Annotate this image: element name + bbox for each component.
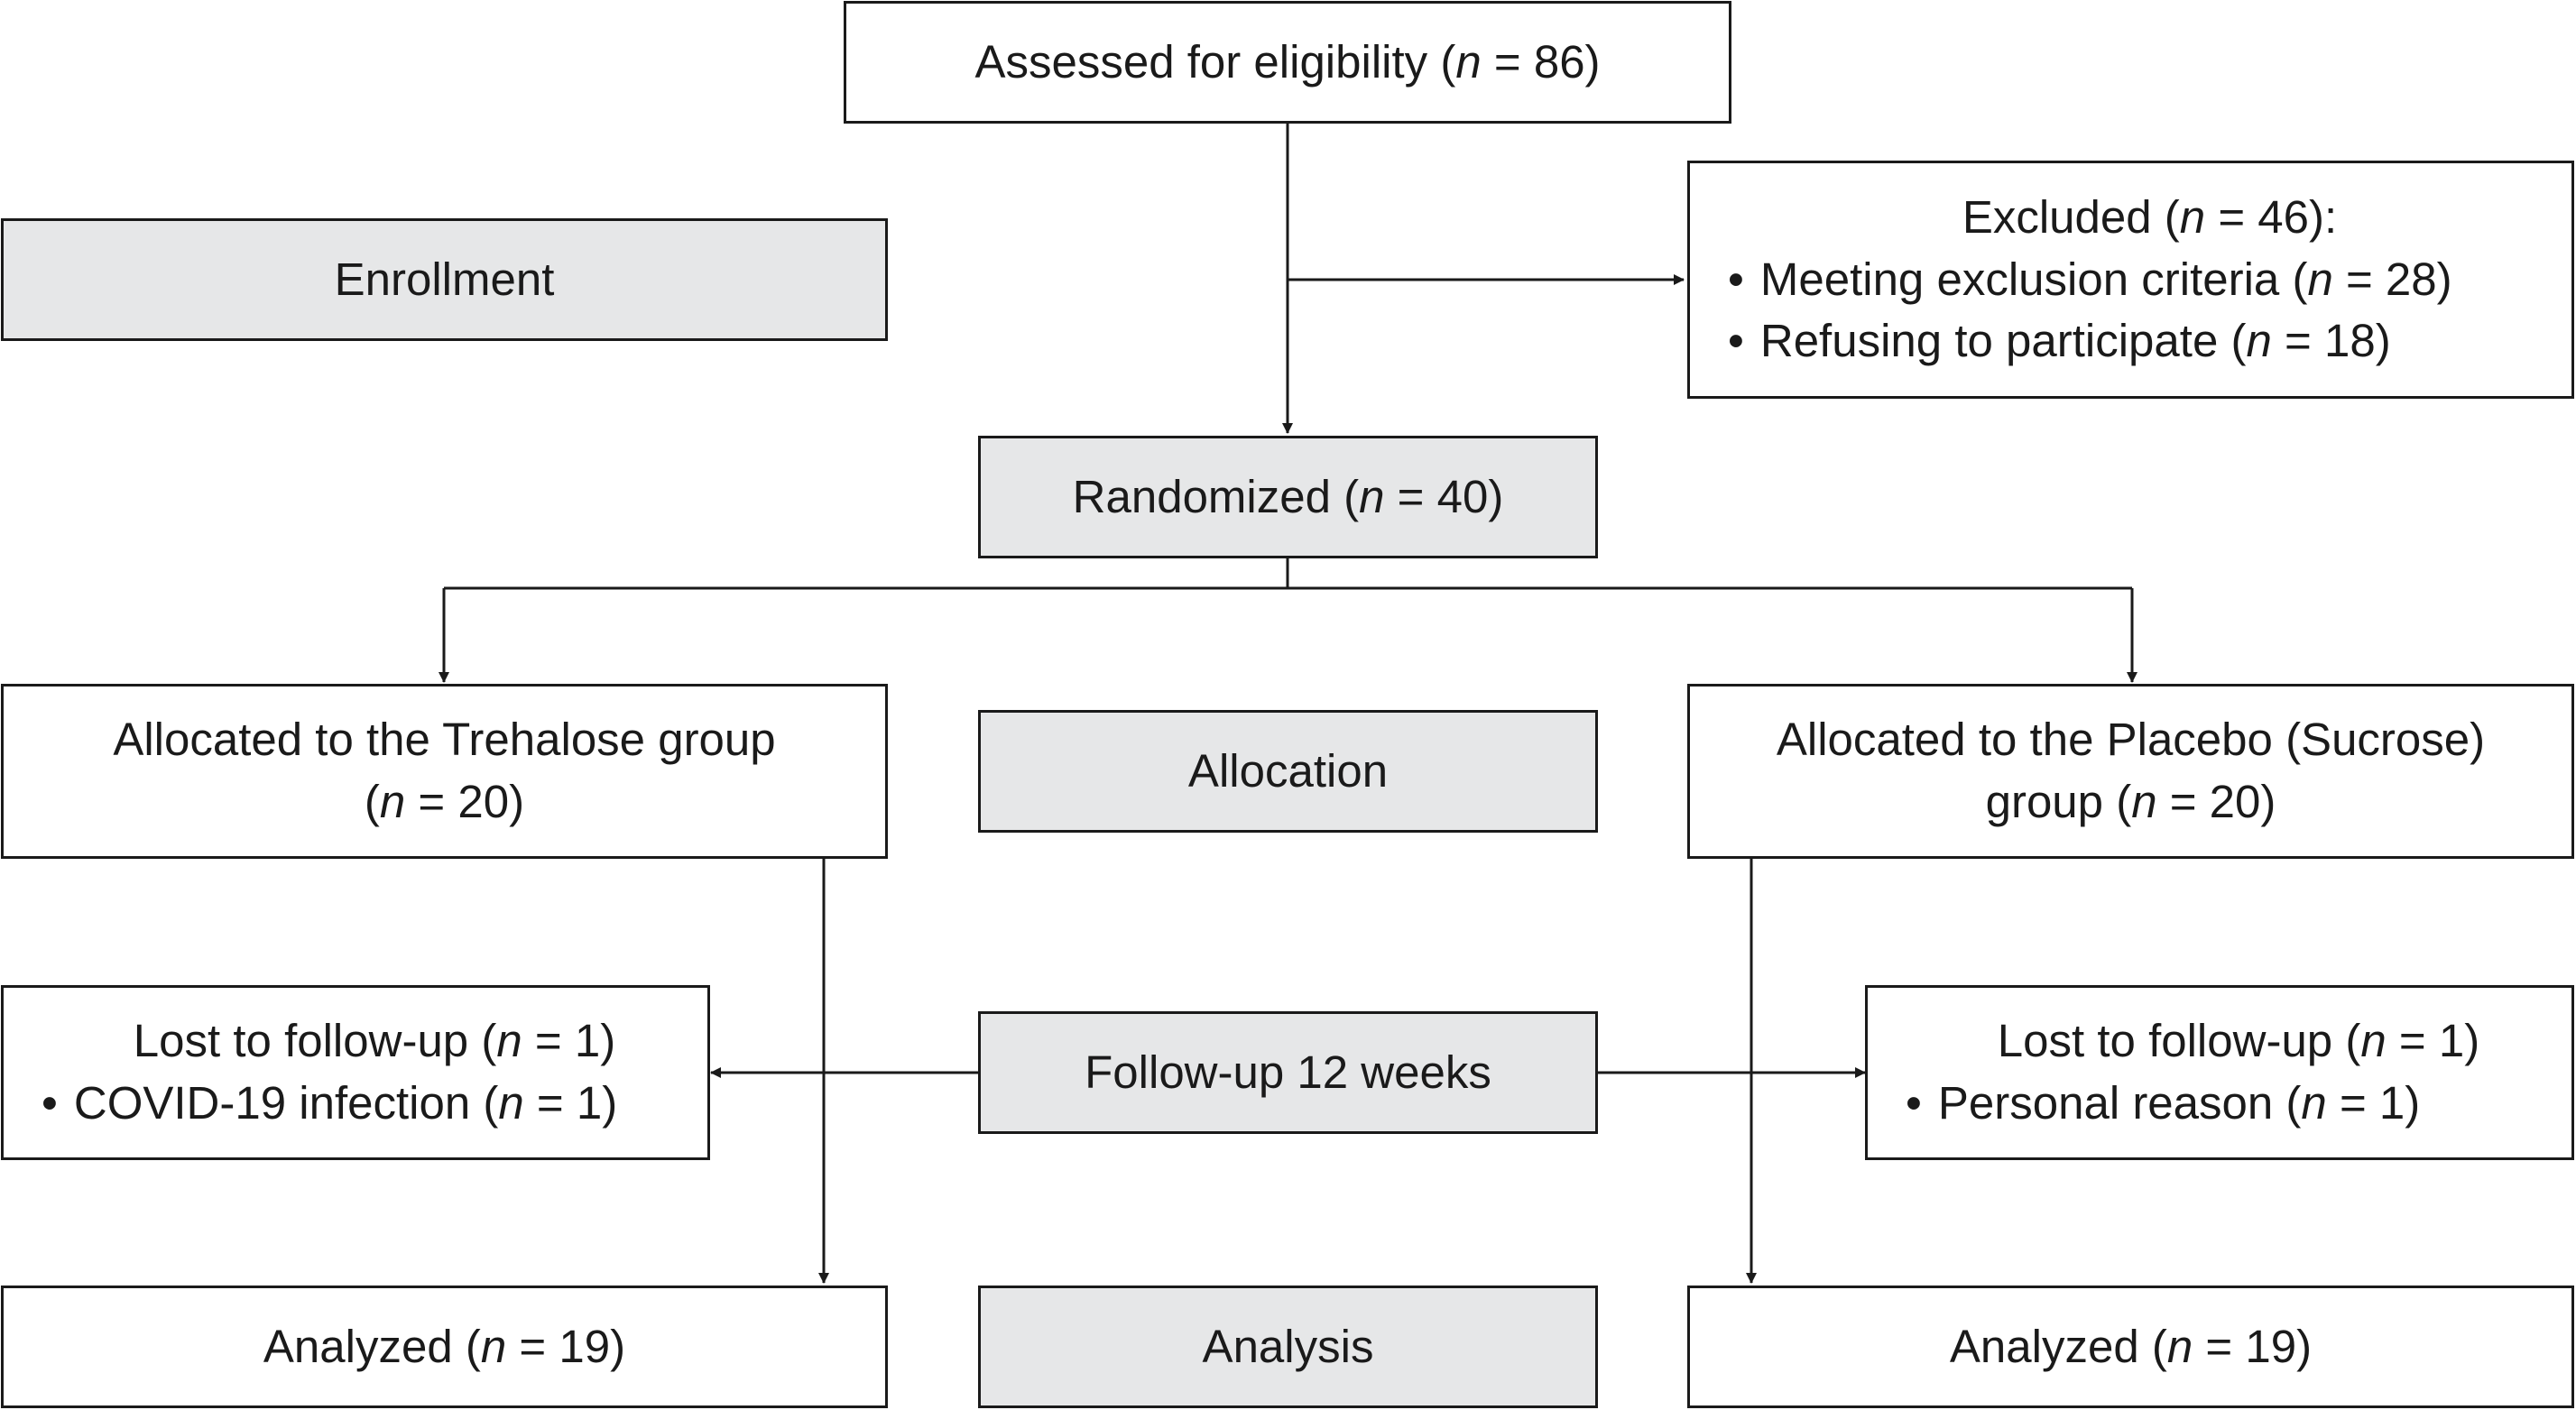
stage-analysis-label: Analysis <box>1202 1320 1374 1372</box>
stage-allocation-label: Allocation <box>1187 744 1389 797</box>
assessed-text: Assessed for eligibility (n = 86) <box>974 35 1601 88</box>
stage-analysis: Analysis <box>978 1286 1598 1408</box>
analyzed-trehalose-text: Analyzed (n = 19) <box>263 1320 626 1372</box>
lost-placebo-item: •Personal reason (n = 1) <box>1906 1077 2421 1129</box>
assessed-box: Assessed for eligibility (n = 86) <box>844 1 1731 124</box>
alloc-placebo-line2: group (n = 20) <box>1985 776 2276 827</box>
randomized-text: Randomized (n = 40) <box>1072 470 1504 522</box>
lost-trehalose-heading: Lost to follow-up (n = 1) <box>133 1015 616 1067</box>
lost-placebo-heading: Lost to follow-up (n = 1) <box>1997 1015 2480 1067</box>
alloc-trehalose-line2: (n = 20) <box>364 776 525 827</box>
stage-enrollment: Enrollment <box>1 218 888 341</box>
stage-followup-label: Follow-up 12 weeks <box>1085 1046 1491 1098</box>
lost-trehalose-box: Lost to follow-up (n = 1) •COVID-19 infe… <box>1 985 710 1160</box>
analyzed-trehalose-box: Analyzed (n = 19) <box>1 1286 888 1408</box>
lost-trehalose-item: •COVID-19 infection (n = 1) <box>42 1077 618 1129</box>
analyzed-placebo-box: Analyzed (n = 19) <box>1687 1286 2574 1408</box>
excluded-box: Excluded (n = 46): •Meeting exclusion cr… <box>1687 161 2574 399</box>
stage-followup: Follow-up 12 weeks <box>978 1011 1598 1134</box>
excluded-item: •Refusing to participate (n = 18) <box>1728 315 2391 367</box>
randomized-box: Randomized (n = 40) <box>978 436 1598 558</box>
alloc-placebo-line1: Allocated to the Placebo (Sucrose) <box>1776 714 2486 766</box>
excluded-heading: Excluded (n = 46): <box>1962 190 2338 243</box>
excluded-item: •Meeting exclusion criteria (n = 28) <box>1728 253 2452 305</box>
stage-allocation: Allocation <box>978 710 1598 833</box>
analyzed-placebo-text: Analyzed (n = 19) <box>1949 1320 2313 1372</box>
stage-enrollment-label: Enrollment <box>334 253 555 305</box>
alloc-trehalose-box: Allocated to the Trehalose group (n = 20… <box>1 684 888 859</box>
alloc-placebo-box: Allocated to the Placebo (Sucrose) group… <box>1687 684 2574 859</box>
lost-placebo-box: Lost to follow-up (n = 1) •Personal reas… <box>1865 985 2574 1160</box>
alloc-trehalose-line1: Allocated to the Trehalose group <box>113 714 776 766</box>
